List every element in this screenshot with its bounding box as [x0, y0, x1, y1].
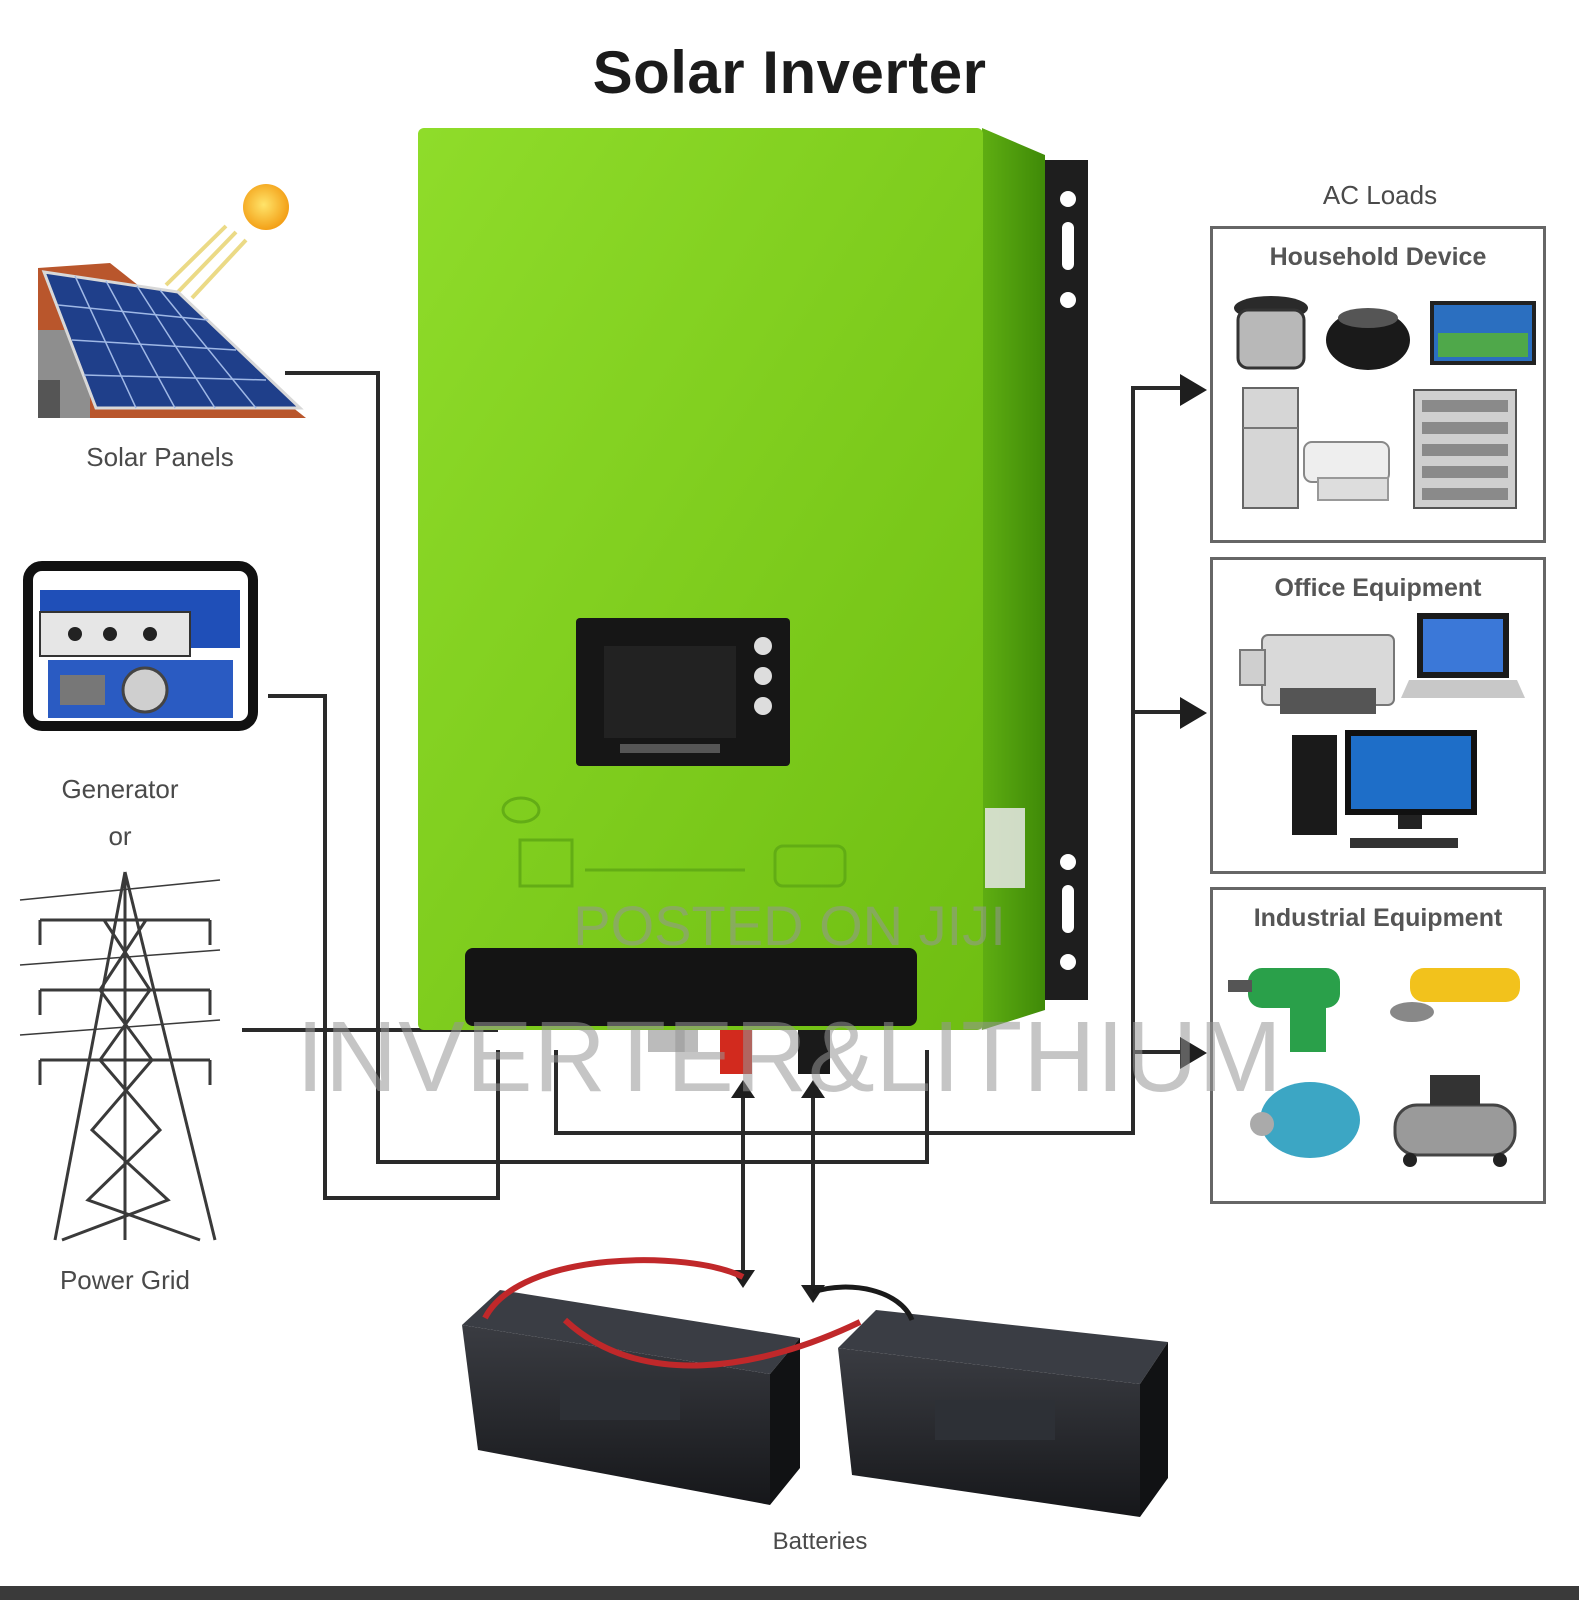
- or-label: or: [108, 821, 132, 851]
- watermark-posted: POSTED ON JIJI: [573, 894, 1006, 957]
- power-grid-label: Power Grid: [59, 1265, 191, 1295]
- inverter-illustration: [418, 128, 1088, 1074]
- generator-label: Generator: [61, 774, 179, 804]
- household-devices-illustration: [1234, 296, 1536, 509]
- arrow-industrial: [1180, 1037, 1207, 1069]
- solar-panels-label: Solar Panels: [86, 442, 234, 472]
- generator-illustration: [23, 561, 258, 731]
- arrow-household: [1180, 374, 1207, 406]
- arrow-office: [1180, 697, 1207, 729]
- industrial-equipment-box: Industrial Equipment: [1210, 887, 1546, 1204]
- bottom-bar: [0, 1586, 1579, 1600]
- generator-wire: [268, 694, 500, 1200]
- industrial-equipment-illustration: [1228, 968, 1520, 1167]
- battery-cable-black: [812, 1284, 915, 1322]
- battery-cable-red-middle: [562, 1317, 862, 1369]
- arrow-battery-neg-up: [801, 1080, 825, 1098]
- household-device-box: Household Device: [1210, 226, 1546, 543]
- batteries-illustration: [462, 1257, 1168, 1517]
- office-equipment-title: Office Equipment: [1274, 574, 1482, 602]
- household-device-title: Household Device: [1269, 243, 1487, 271]
- office-equipment-illustration: [1239, 613, 1525, 848]
- sun-icon: [243, 184, 289, 230]
- batteries-label: Batteries: [772, 1528, 868, 1555]
- ac-output-wire: [554, 386, 1195, 1135]
- wiring: [242, 371, 1195, 1292]
- industrial-equipment-title: Industrial Equipment: [1253, 904, 1503, 932]
- solar-wire: [285, 371, 929, 1164]
- ac-loads-heading: AC Loads: [1322, 180, 1438, 210]
- arrow-battery-pos-up: [731, 1080, 755, 1098]
- page-title: Solar Inverter: [592, 39, 987, 106]
- solar-panel-illustration: [38, 184, 306, 418]
- watermark-brand: INVERTER&LITHIUM: [296, 1001, 1283, 1113]
- power-tower-illustration: [19, 871, 221, 1242]
- office-equipment-box: Office Equipment: [1210, 557, 1546, 874]
- battery-cable-red-left: [482, 1257, 745, 1320]
